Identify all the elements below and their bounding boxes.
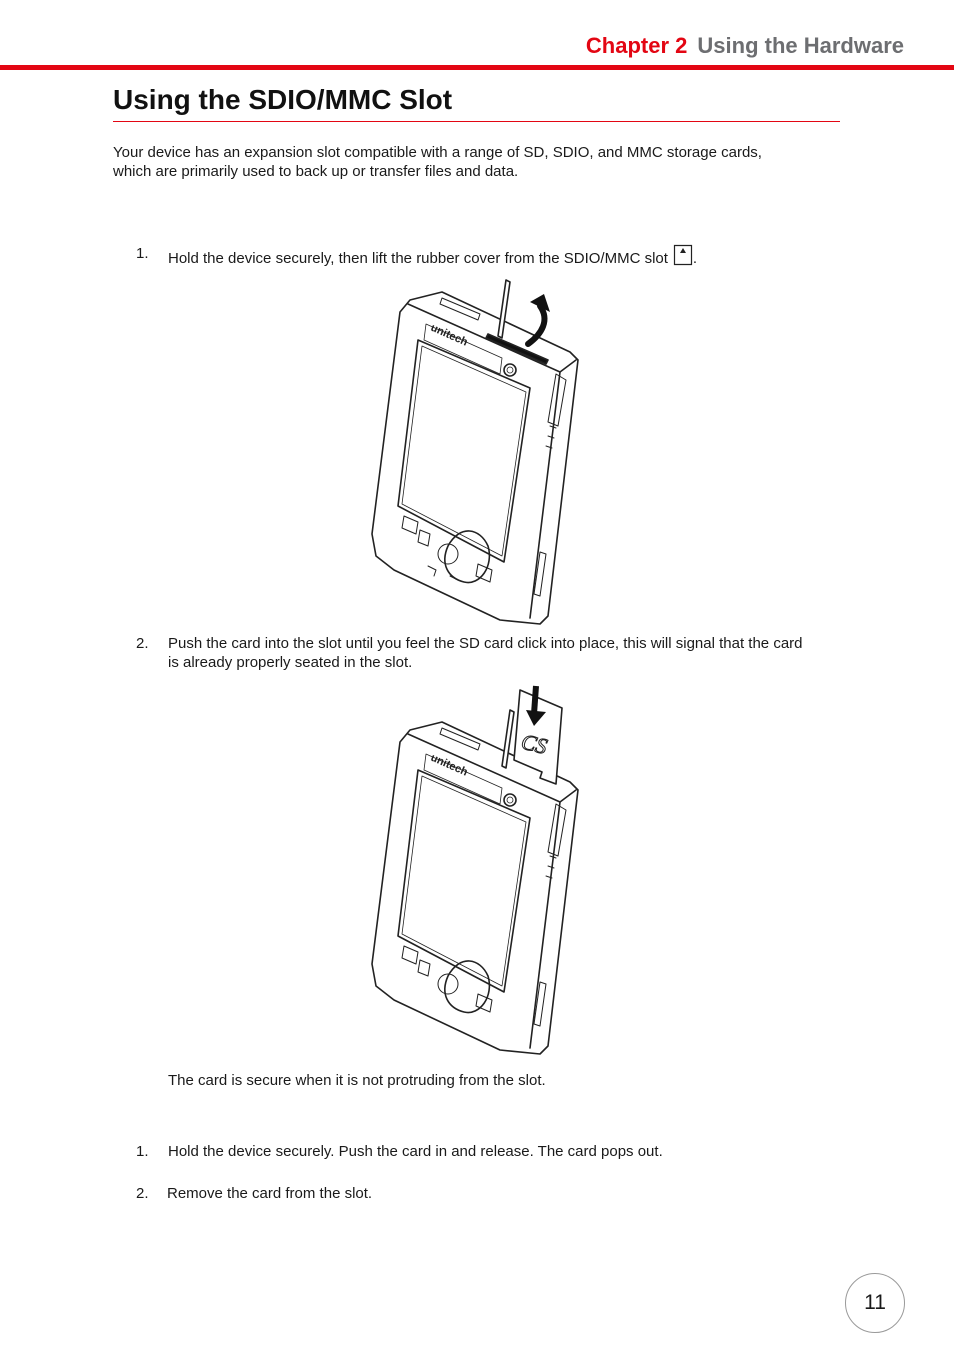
title-rule [113, 121, 840, 122]
chapter-label: Chapter 2 [585, 33, 688, 58]
insert-step-1: Hold the device securely, then lift the … [168, 244, 697, 271]
remove-step-1-number: 1. [136, 1143, 149, 1160]
device-figure-insert-card: unitech CS [371, 685, 579, 1055]
insert-step-1-number: 1. [136, 245, 149, 262]
remove-step-2: Remove the card from the slot. [167, 1185, 373, 1202]
intro-line-1: Your device has an expansion slot compat… [113, 144, 762, 161]
running-header: Chapter 2 Using the Hardware [586, 33, 904, 59]
remove-step-1: Hold the device securely. Push the card … [168, 1143, 663, 1160]
remove-step-2-number: 2. [136, 1185, 149, 1202]
insert-step-2-line-1: Push the card into the slot until you fe… [168, 635, 803, 652]
insert-step-2: Push the card into the slot until you fe… [168, 634, 803, 672]
insert-step-2-number: 2. [136, 635, 149, 652]
section-label: Using the Hardware [697, 33, 904, 58]
page-number: 11 [845, 1273, 905, 1333]
intro-paragraph: Your device has an expansion slot compat… [113, 143, 762, 181]
insert-arrow-icon [526, 685, 546, 726]
page-title: Using the SDIO/MMC Slot [113, 84, 453, 115]
insert-step-1-suffix: . [692, 250, 698, 267]
intro-line-2: which are primarily used to back up or t… [113, 163, 519, 180]
insert-step-1-text: Hold the device securely, then lift the … [168, 250, 668, 267]
sd-card-icon [673, 244, 693, 271]
lift-arrow-icon [525, 294, 550, 347]
header-rule [0, 65, 954, 70]
insert-step-2-line-2: is already properly seated in the slot. [168, 654, 413, 671]
secure-note: The card is secure when it is not protru… [168, 1072, 546, 1089]
device-figure-lift-cover: unitech [371, 279, 579, 625]
